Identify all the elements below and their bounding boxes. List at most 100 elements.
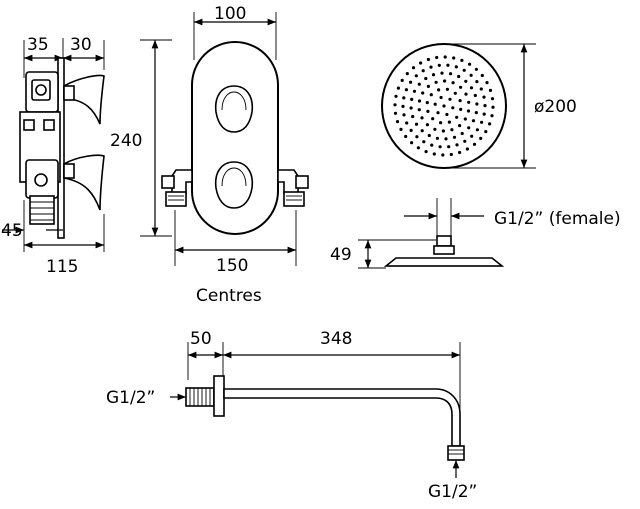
nozzle-dot: [417, 82, 421, 86]
nozzle-dot: [414, 122, 419, 126]
nozzle-dot: [445, 87, 449, 91]
nozzle-dot: [426, 57, 430, 62]
nozzle-dot: [467, 100, 471, 104]
nozzle-dot: [431, 117, 435, 121]
nozzle-dot: [449, 72, 453, 76]
nozzle-dot: [472, 142, 477, 146]
nozzle-dot: [431, 73, 436, 77]
nozzle-dot: [426, 84, 430, 88]
nozzle-dot: [411, 114, 415, 119]
nozzle-dot: [469, 73, 473, 77]
nozzle-dot: [424, 76, 428, 81]
nozzle-dot: [396, 86, 400, 90]
nozzle-dot: [447, 120, 451, 124]
nozzle-dot: [467, 126, 471, 130]
nozzle-dot: [482, 95, 486, 99]
nozzle-dot: [465, 147, 469, 151]
nozzle-dot: [451, 106, 455, 110]
nozzle-dot: [475, 128, 479, 132]
nozzle-dot: [474, 67, 478, 71]
nozzle-dot: [415, 135, 419, 139]
nozzle-dot: [400, 78, 404, 82]
nozzle-dot: [464, 79, 468, 83]
dim-45: 45: [1, 221, 23, 241]
dim-115: 115: [46, 257, 78, 277]
nozzle-dot: [404, 134, 408, 139]
nozzle-dot: [490, 114, 494, 118]
nozzle-dot: [429, 65, 433, 69]
nozzle-dot: [412, 89, 417, 93]
nozzle-dot: [411, 66, 416, 70]
nozzle-dot: [458, 150, 462, 155]
nozzle-dot: [433, 102, 437, 106]
dim-30: 30: [70, 35, 92, 55]
nozzle-dot: [436, 111, 440, 115]
nozzle-dot: [394, 94, 398, 98]
nozzle-dot: [441, 153, 445, 157]
dim-diameter-200: ø200: [534, 97, 577, 117]
nozzle-dot: [427, 133, 431, 138]
shower-head-top-view: [381, 43, 536, 169]
nozzle-dot: [409, 106, 413, 110]
nozzle-dot: [447, 145, 451, 149]
nozzle-dot: [455, 143, 459, 147]
nozzle-dot: [491, 105, 495, 109]
nozzle-dot: [443, 55, 447, 59]
nozzle-dot: [425, 101, 429, 105]
nozzle-dot: [455, 115, 459, 119]
nozzle-dot: [446, 63, 450, 67]
nozzle-dot: [409, 128, 413, 132]
nozzle-dot: [420, 129, 424, 133]
nozzle-dot: [393, 111, 398, 115]
nozzle-dot: [450, 128, 454, 132]
nozzle-dot: [444, 137, 448, 141]
nozzle-dot: [490, 97, 495, 101]
nozzle-dot: [479, 136, 483, 140]
nozzle-dot: [457, 74, 461, 79]
nozzle-dot: [451, 81, 455, 85]
label-arm-outlet: G1/2”: [428, 482, 477, 502]
nozzle-dot: [459, 107, 463, 111]
nozzle-dot: [448, 97, 452, 101]
dim-240: 240: [110, 131, 142, 151]
nozzle-dot: [402, 113, 406, 117]
nozzle-dot: [409, 80, 413, 84]
nozzle-dot: [449, 152, 453, 157]
nozzle-dot: [470, 134, 474, 138]
nozzle-dot: [485, 81, 489, 85]
nozzle-dot: [454, 65, 458, 69]
nozzle-dot: [488, 122, 492, 126]
nozzle-dot: [475, 102, 479, 106]
nozzle-dot: [466, 109, 471, 113]
nozzle-dot: [460, 58, 464, 63]
nozzle-dot: [432, 152, 436, 156]
nozzle-dot: [475, 80, 479, 84]
nozzle-dot: [484, 130, 488, 134]
label-head-connection: G1/2” (female): [494, 209, 621, 229]
nozzle-dot: [430, 143, 434, 147]
nozzle-dot: [468, 62, 472, 66]
nozzle-dot: [417, 108, 421, 112]
nozzle-dot: [471, 119, 476, 123]
nozzle-dot: [425, 123, 429, 127]
nozzle-dot: [422, 140, 426, 144]
dim-100: 100: [214, 4, 246, 24]
nozzle-dot: [469, 86, 474, 90]
valve-front-view: [161, 12, 309, 266]
nozzle-dot: [399, 127, 403, 131]
nozzle-dot: [421, 69, 425, 73]
nozzle-dot: [426, 109, 430, 113]
nozzle-dot: [402, 96, 406, 100]
nozzle-dot: [479, 87, 483, 91]
nozzle-dot: [401, 104, 405, 108]
dim-49: 49: [330, 245, 352, 265]
valve-side-view: [2, 38, 172, 252]
dim-35: 35: [27, 35, 49, 55]
nozzle-dot: [437, 63, 441, 67]
nozzle-dot: [440, 71, 444, 75]
nozzle-dot: [437, 88, 441, 92]
nozzle-dot: [480, 73, 484, 78]
nozzle-dot: [464, 92, 468, 96]
nozzle-dot: [405, 72, 409, 76]
dim-50: 50: [190, 329, 212, 349]
